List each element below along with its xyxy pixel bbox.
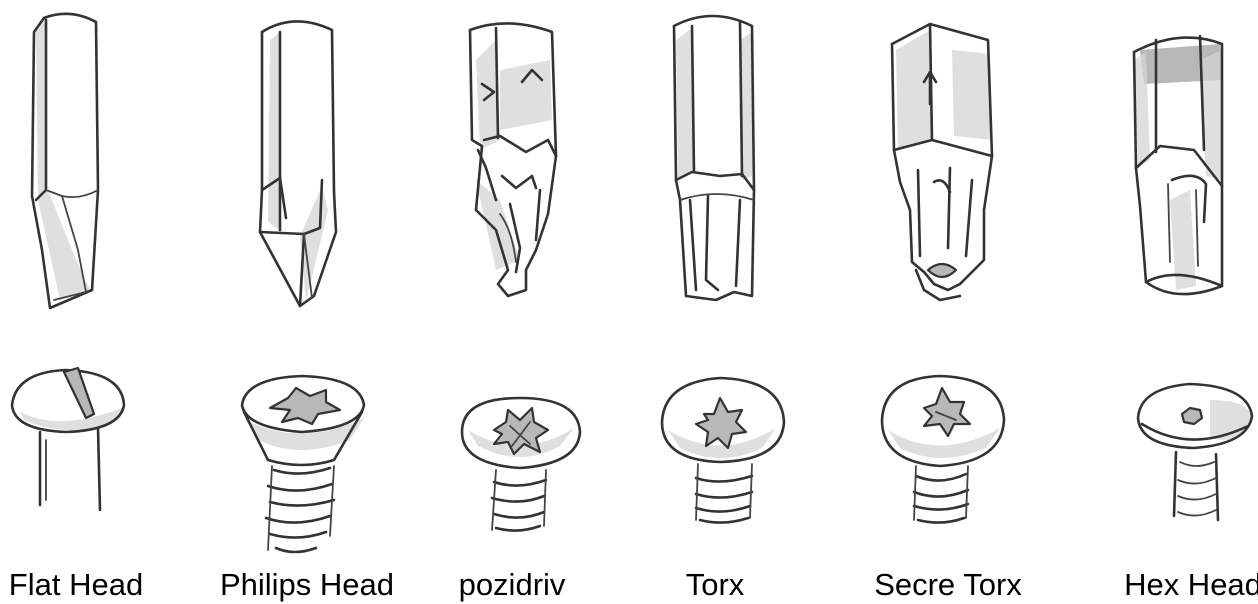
hex-head-group: Hex Head [1124, 36, 1258, 602]
secure-torx-group: Secre Torx [874, 24, 1022, 602]
philips-head-group: Philips Head [220, 21, 394, 602]
hex-head-bit-icon [1134, 36, 1222, 294]
pozidriv-screw-icon [462, 398, 580, 531]
torx-bit-icon [674, 16, 754, 300]
flat-head-bit-icon [32, 14, 98, 308]
hex-head-screw-icon [1138, 384, 1252, 520]
philips-head-bit-icon [260, 21, 336, 306]
philips-head-screw-icon [242, 376, 364, 552]
pozidriv-bit-icon [470, 23, 556, 296]
secure-torx-label: Secre Torx [874, 567, 1022, 602]
torx-label: Torx [686, 567, 745, 602]
secure-torx-screw-icon [882, 376, 1004, 523]
flat-head-screw-icon [12, 368, 124, 510]
pozidriv-label: pozidriv [459, 567, 566, 602]
philips-head-label: Philips Head [220, 567, 394, 602]
pozidriv-group: pozidriv [459, 23, 580, 602]
hex-head-label: Hex Head [1124, 567, 1258, 602]
flat-head-label: Flat Head [9, 567, 143, 602]
secure-torx-bit-icon [892, 24, 992, 300]
torx-screw-icon [662, 378, 784, 523]
torx-group: Torx [662, 16, 784, 602]
flat-head-group: Flat Head [9, 14, 143, 602]
